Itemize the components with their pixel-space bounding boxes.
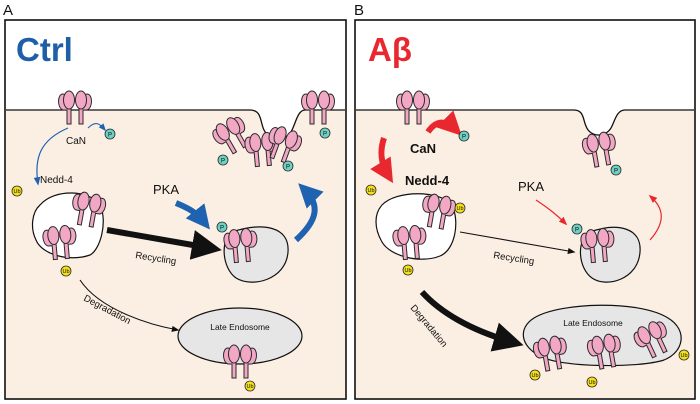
panel-a: A Ctrl P CaN Nedd-4 Ub Ub Recycling Degr… [3, 2, 347, 400]
can-label: CaN [410, 141, 436, 156]
svg-text:Ub: Ub [456, 206, 463, 212]
ubiquitin-icon [11, 185, 23, 197]
can-label: CaN [66, 136, 86, 147]
phosphate-icon [319, 127, 331, 139]
svg-text:P: P [286, 165, 290, 171]
svg-text:P: P [614, 169, 618, 175]
phosphate-icon [216, 221, 228, 233]
panel-b-title: Aβ [368, 31, 412, 68]
svg-text:Ub: Ub [367, 188, 374, 194]
pka-label: PKA [518, 179, 544, 194]
svg-text:Ub: Ub [588, 380, 595, 386]
svg-text:Ub: Ub [13, 189, 20, 195]
svg-text:Ub: Ub [680, 353, 687, 359]
pka-label: PKA [153, 182, 179, 197]
ubiquitin-icon [402, 264, 414, 276]
late-endosome-label: Late Endosome [563, 318, 623, 328]
ubiquitin-icon [586, 376, 598, 388]
nedd4-label: Nedd-4 [405, 173, 450, 188]
svg-text:Ub: Ub [404, 268, 411, 274]
svg-text:Ub: Ub [246, 384, 253, 390]
ubiquitin-icon [454, 202, 466, 214]
svg-text:P: P [221, 159, 225, 165]
phosphate-icon [571, 223, 583, 235]
ubiquitin-icon [678, 349, 690, 361]
phosphate-icon [610, 164, 622, 176]
svg-text:P: P [462, 135, 466, 141]
ubiquitin-icon [365, 184, 377, 196]
svg-text:P: P [220, 226, 224, 232]
panel-b: B Aβ P CaN Nedd-4 Ub Ub Ub Recycling Deg… [354, 2, 696, 400]
phosphate-icon [104, 128, 116, 140]
ubiquitin-icon [60, 265, 72, 277]
panel-b-letter: B [354, 2, 364, 19]
phosphate-icon [217, 154, 229, 166]
late-endosome [177, 307, 303, 365]
panel-a-title: Ctrl [16, 31, 73, 68]
panel-b-membrane [356, 21, 694, 135]
phosphate-icon [458, 130, 470, 142]
ubiquitin-icon [529, 369, 541, 381]
nedd4-label: Nedd-4 [40, 175, 73, 186]
ubiquitin-icon [244, 380, 256, 392]
svg-text:P: P [323, 132, 327, 138]
svg-text:Ub: Ub [531, 373, 538, 379]
svg-text:P: P [575, 228, 579, 234]
panel-a-letter: A [3, 2, 13, 19]
late-endosome-label: Late Endosome [210, 322, 270, 332]
svg-text:Ub: Ub [62, 269, 69, 275]
phosphate-icon [282, 160, 294, 172]
svg-text:P: P [108, 133, 112, 139]
